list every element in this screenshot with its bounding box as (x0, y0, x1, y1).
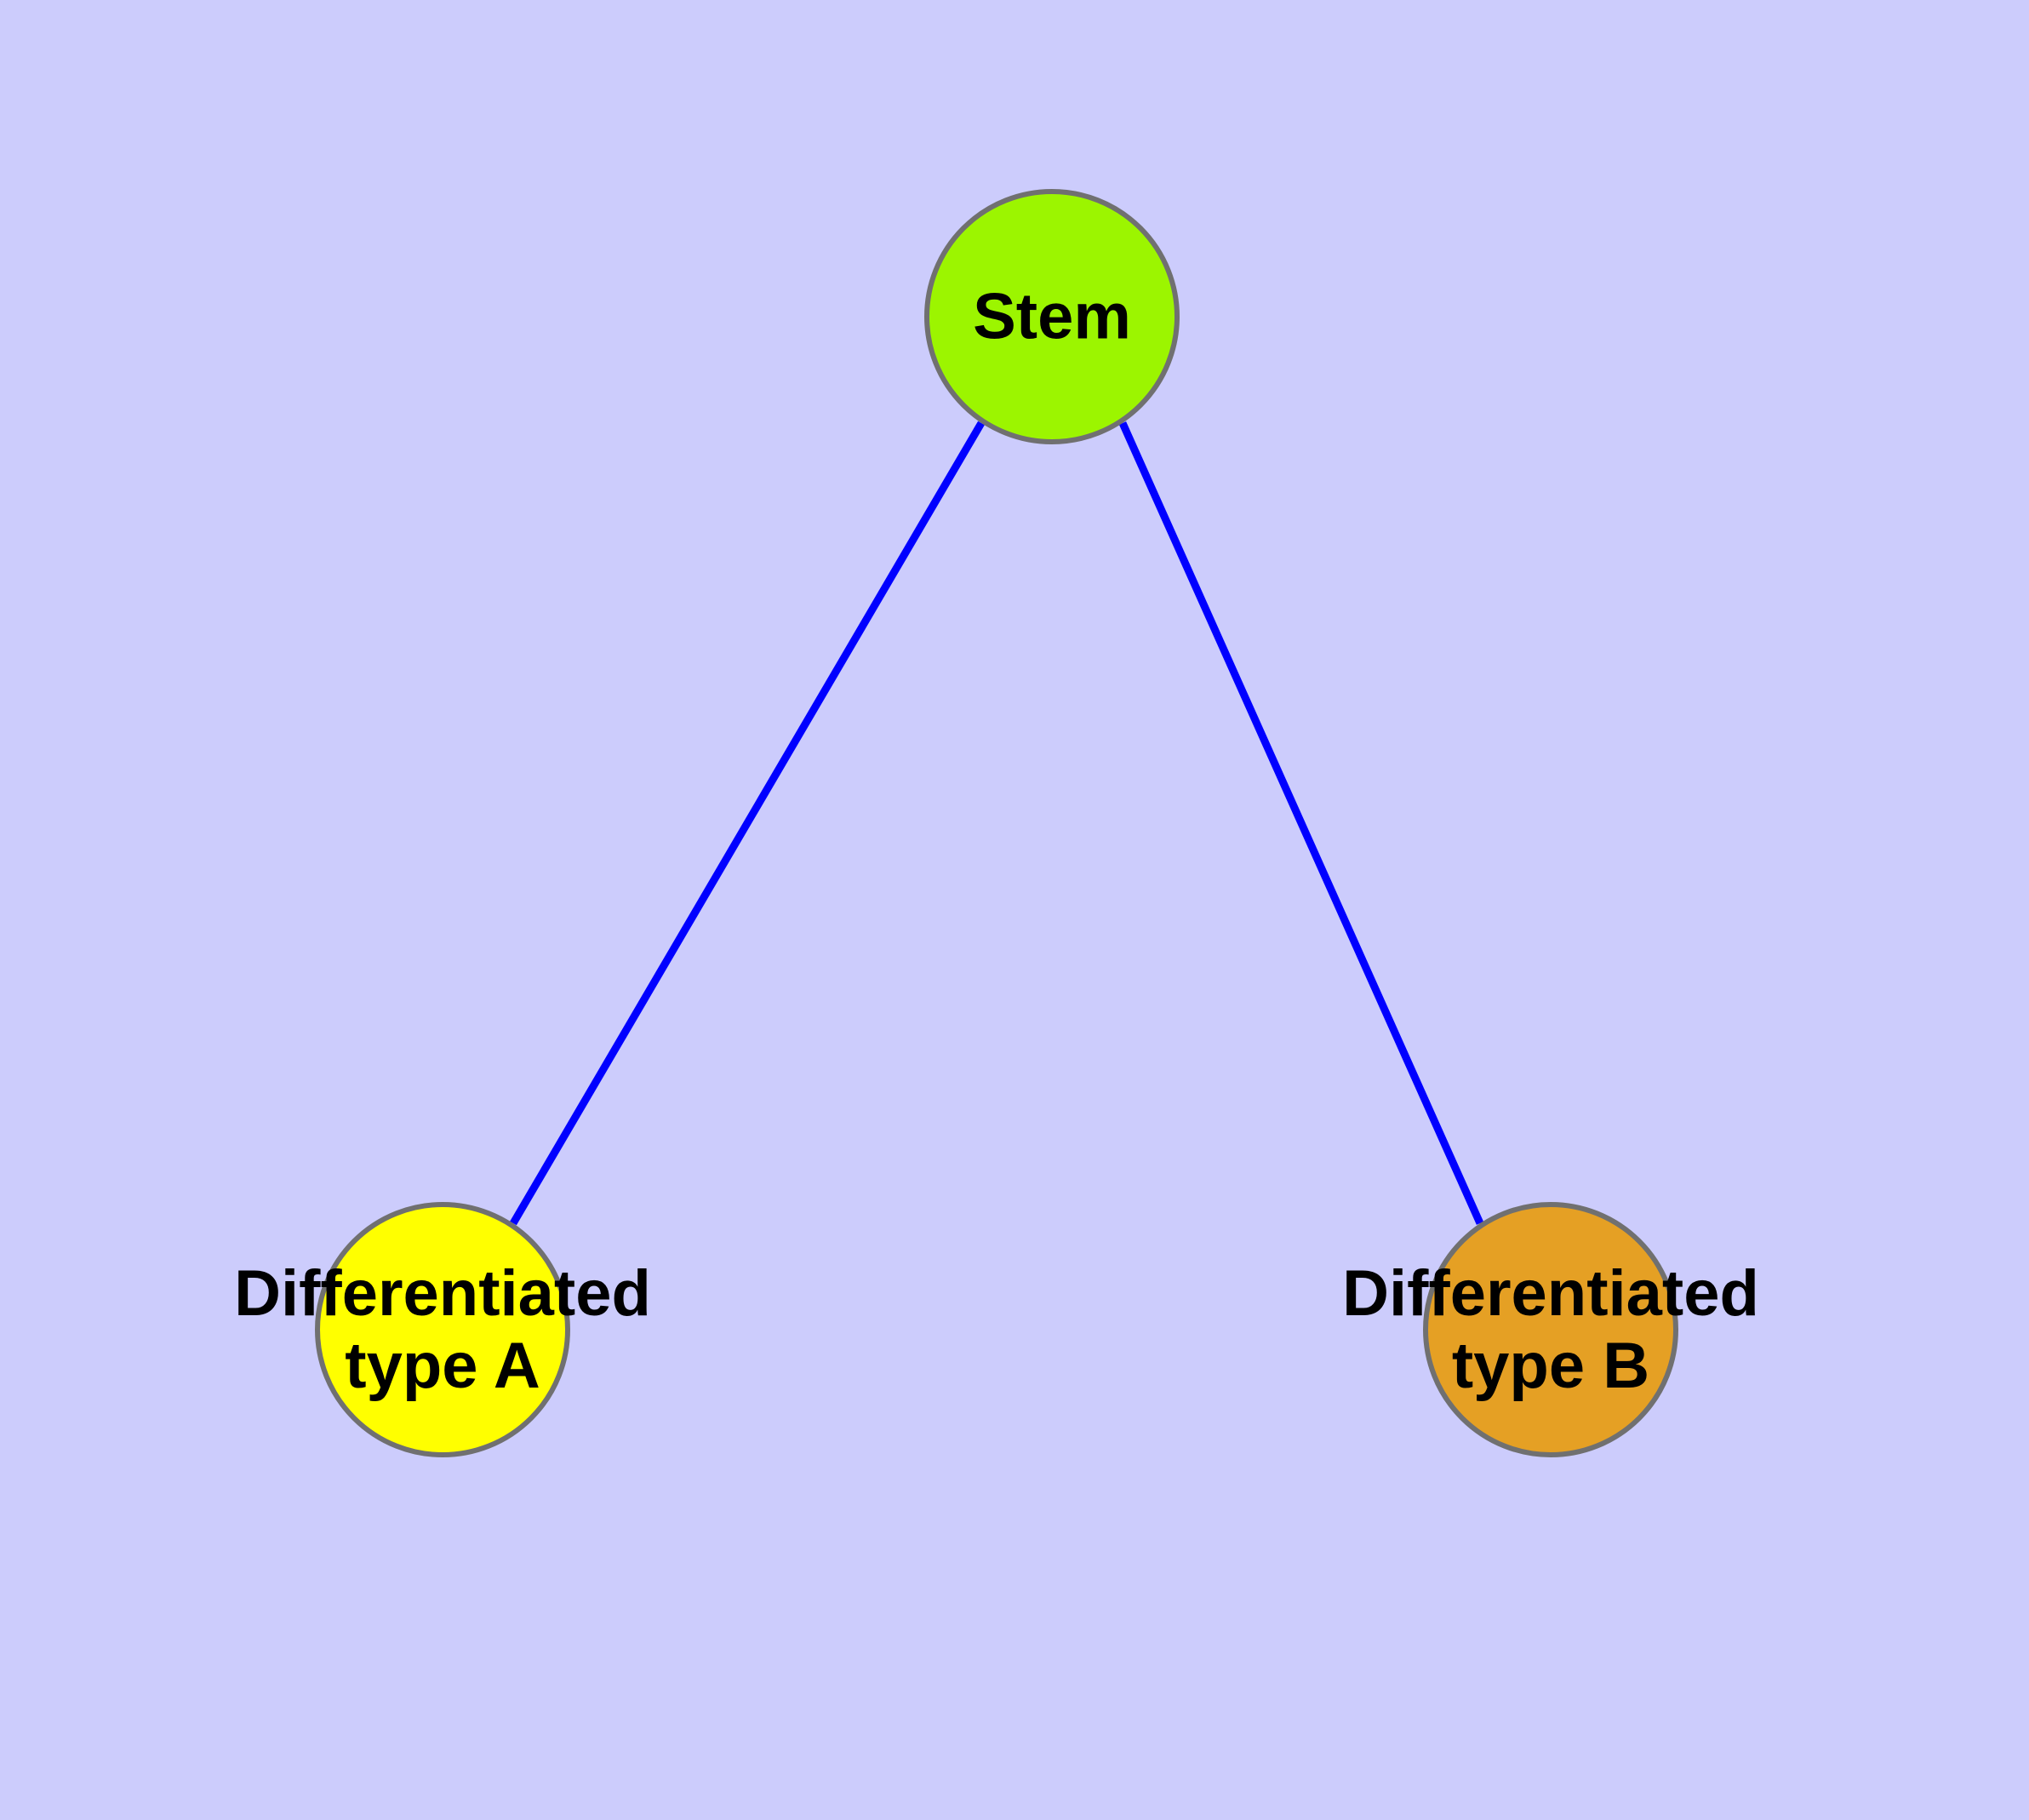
edge-stem-to-differentiated-type-b (1118, 421, 1484, 1225)
edge-stem-to-differentiated-type-a (510, 421, 985, 1226)
node-stem[interactable]: Stem (924, 189, 1180, 444)
node-differentiated-type-b[interactable]: Differentiated type B (1342, 1202, 1759, 1457)
node-differentiated-type-a[interactable]: Differentiated type A (234, 1202, 651, 1457)
node-stem-label: Stem (973, 280, 1131, 353)
